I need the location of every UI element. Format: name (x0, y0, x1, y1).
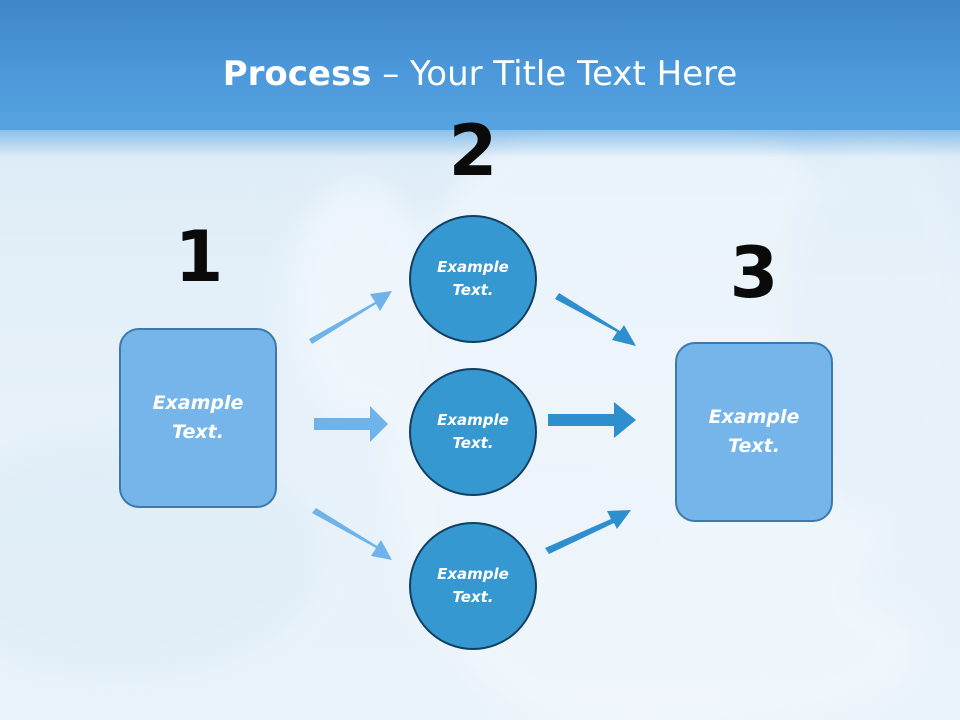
step-number-2: 2 (448, 110, 498, 192)
step1-box: Example Text. (119, 328, 277, 508)
title-rest: – Your Title Text Here (371, 54, 738, 94)
circle-top-text: Example Text. (437, 258, 509, 299)
step-number-1: 1 (174, 216, 224, 298)
step1-box-text: Example Text. (152, 392, 244, 443)
header-band (0, 0, 960, 130)
arrow-left-down-icon (312, 508, 392, 560)
circle-top: Example Text. (409, 215, 537, 343)
step3-box: Example Text. (675, 342, 833, 522)
circle-bottom-text: Example Text. (437, 565, 509, 606)
title-bold: Process (222, 54, 372, 94)
arrow-right-up-icon (545, 510, 631, 554)
step-number-3: 3 (729, 232, 779, 314)
arrow-right-down-icon (555, 293, 636, 346)
header-fade (0, 118, 960, 158)
arrow-left-middle-icon (314, 406, 388, 442)
arrow-left-up-icon (309, 291, 392, 344)
arrow-right-middle-icon (548, 402, 636, 438)
step3-box-text: Example Text. (708, 406, 800, 457)
slide-title: Process – Your Title Text Here (0, 52, 960, 96)
circle-bottom: Example Text. (409, 522, 537, 650)
circle-middle-text: Example Text. (437, 411, 509, 452)
circle-middle: Example Text. (409, 368, 537, 496)
